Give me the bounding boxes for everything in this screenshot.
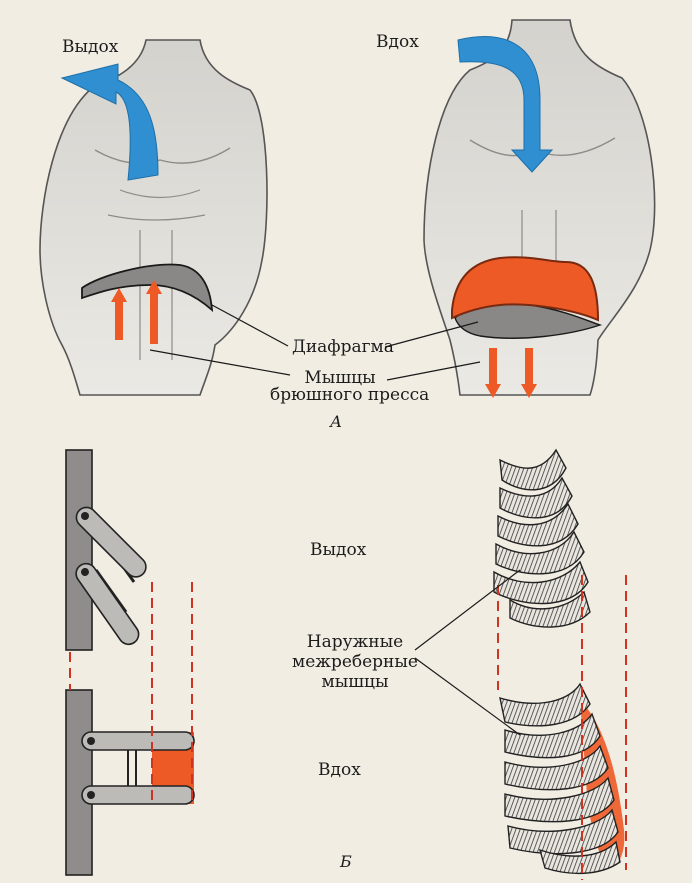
diaphragm-inhale <box>451 256 603 339</box>
panel-letter-a: А <box>330 412 343 431</box>
label-intercostal-3: мышцы <box>321 672 389 692</box>
label-diaphragm: Диафрагма <box>292 337 394 357</box>
label-intercostal-1: Наружные <box>306 632 404 652</box>
label-inhale-a: Вдох <box>376 32 419 52</box>
torso-inhale <box>423 19 656 396</box>
label-exhale-a: Выдох <box>62 37 119 57</box>
arrow-exhale-blue <box>60 63 159 181</box>
label-inhale-b: Вдох <box>318 760 361 780</box>
arrows-up-red <box>111 280 162 344</box>
label-abdominal-2: брюшного пресса <box>270 385 430 405</box>
leader-lines-a <box>149 304 481 381</box>
label-abdominal-1: Мышцы <box>304 368 376 388</box>
arrows-down-red <box>485 348 537 398</box>
panel-letter-b: Б <box>340 852 352 871</box>
mechanical-model <box>65 449 195 876</box>
leader-lines-b <box>414 569 521 736</box>
diaphragm-exhale <box>81 263 214 313</box>
arrow-inhale-blue <box>457 36 554 173</box>
ribcage-inhale <box>497 575 627 880</box>
ribcage-exhale <box>493 448 591 628</box>
label-exhale-b: Выдох <box>310 540 367 560</box>
label-intercostal-2: межреберные <box>292 652 418 672</box>
